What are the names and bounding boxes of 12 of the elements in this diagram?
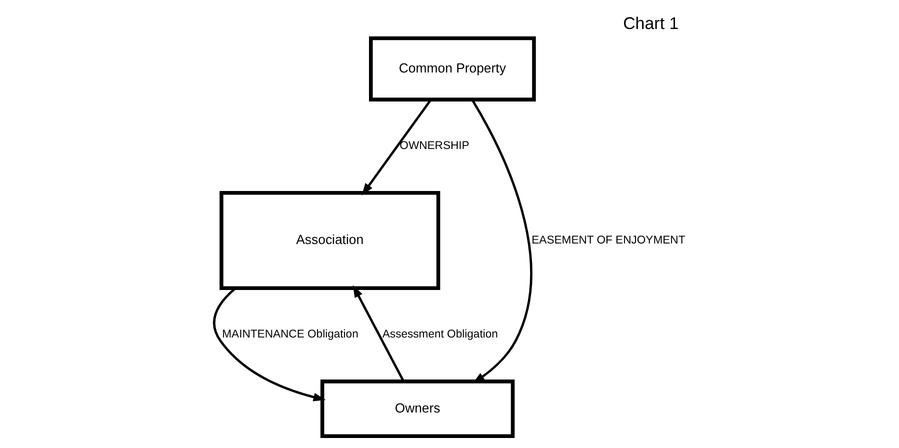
arrow (470, 99, 532, 384)
node-box: Common Property (368, 36, 536, 102)
node-box: Owners (320, 380, 514, 438)
edge-label: OWNERSHIP (399, 140, 469, 152)
diagram-title: Chart 1 (622, 14, 678, 34)
node-box: Association (219, 191, 440, 290)
arrow (212, 287, 326, 402)
edge-label: EASEMENT OF ENJOYMENT (531, 234, 685, 246)
edge-label: MAINTENANCE Obligation (222, 328, 358, 341)
arrow (352, 285, 404, 382)
edge-label: Assessment Obligation (382, 328, 498, 341)
arrow (361, 99, 432, 196)
